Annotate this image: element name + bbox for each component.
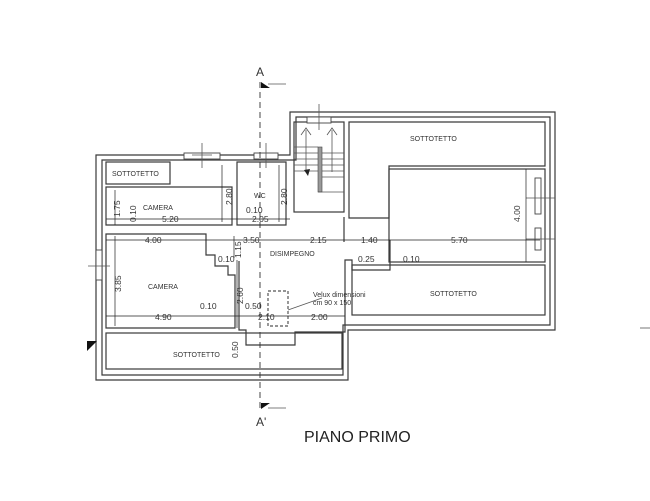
velux-note: cm 90 x 150 [313, 300, 351, 307]
room-label: SOTTOTETTO [430, 291, 477, 298]
dim-label: 4.00 [145, 235, 162, 245]
room-sottotetto-top-left [105, 161, 171, 185]
section-mark-a: A [256, 65, 264, 79]
room-sottotetto-bottom [105, 332, 343, 370]
windows [88, 104, 555, 281]
room-label: DISIMPEGNO [270, 251, 315, 258]
dim-label: 0.10 [200, 301, 217, 311]
dim-label: 0.10 [218, 254, 235, 264]
staircase [293, 121, 345, 213]
room-label: SOTTOTETTO [173, 352, 220, 359]
plan-title: PIANO PRIMO [304, 429, 411, 446]
dim-label: 0.10 [403, 254, 420, 264]
room-label: SOTTOTETTO [112, 171, 159, 178]
room-label: SOTTOTETTO [410, 136, 457, 143]
dim-label: 3.85 [113, 275, 123, 292]
dim-label: 1.15 [233, 241, 243, 258]
section-mark-a-prime: A' [256, 415, 266, 429]
dim-label: 0.10 [246, 205, 263, 215]
dim-label: 2.05 [252, 214, 269, 224]
room-label: CAMERA [143, 205, 173, 212]
dim-label: 4.00 [512, 205, 522, 222]
dim-label: 3.50 [243, 235, 260, 245]
room-label: CAMERA [148, 284, 178, 291]
dim-label: 1.75 [112, 200, 122, 217]
dim-label: 2.80 [279, 188, 289, 205]
dim-label: 0.50 [245, 301, 262, 311]
dim-label: 5.20 [162, 214, 179, 224]
velux-note: Velux dimensioni [313, 292, 366, 299]
dim-label: 5.70 [451, 235, 468, 245]
outer-walls [95, 111, 556, 381]
dim-label: 2.60 [235, 287, 245, 304]
dim-label: 4.90 [155, 312, 172, 322]
dim-label: 2.80 [224, 188, 234, 205]
dimension-lines [106, 165, 540, 328]
dim-label: 0.25 [358, 254, 375, 264]
room-sottotetto-right [351, 264, 546, 316]
dim-label: 2.10 [258, 312, 275, 322]
velux-skylight [267, 290, 289, 327]
dim-label: 0.50 [230, 341, 240, 358]
dim-label: 2.00 [311, 312, 328, 322]
dim-label: 1.40 [361, 235, 378, 245]
dim-label: 2.15 [310, 235, 327, 245]
dim-label: 0.10 [128, 205, 138, 222]
